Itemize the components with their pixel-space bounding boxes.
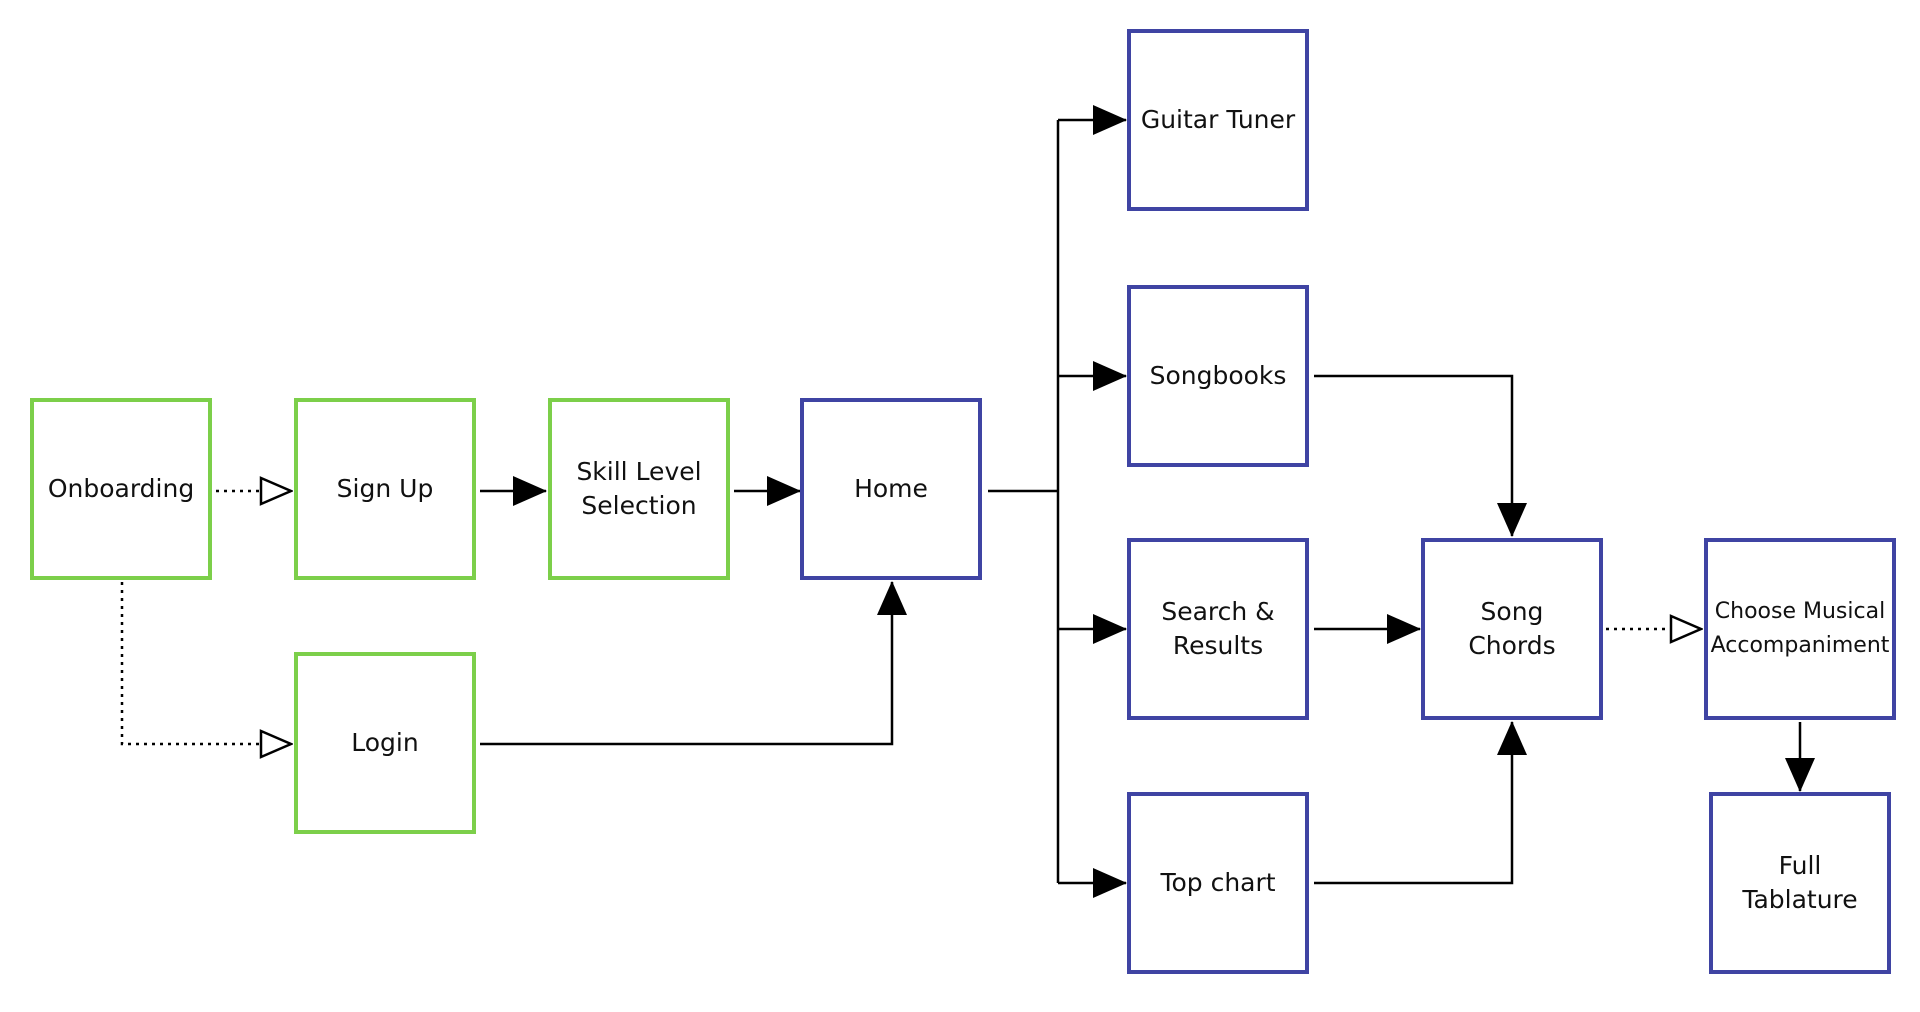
- node-onboarding: Onboarding: [30, 398, 212, 580]
- node-skill-level-selection: Skill Level Selection: [548, 398, 730, 580]
- node-label: Sign Up: [336, 474, 434, 503]
- edge-login-home: [480, 581, 907, 746]
- node-label: Home: [854, 474, 928, 503]
- node-full-tablature: Full Tablature: [1709, 792, 1891, 974]
- node-label: Onboarding: [47, 474, 195, 503]
- node-label: Login: [351, 728, 419, 757]
- node-song-chords: Song Chords: [1421, 538, 1603, 720]
- node-label: Search & Results: [1161, 597, 1275, 660]
- node-label: Guitar Tuner: [1140, 105, 1296, 134]
- node-sign-up: Sign Up: [294, 398, 476, 580]
- node-label: Full Tablature: [1742, 851, 1858, 914]
- node-label: Songbooks: [1149, 361, 1287, 390]
- node-search-results: Search & Results: [1127, 538, 1309, 720]
- node-guitar-tuner: Guitar Tuner: [1127, 29, 1309, 211]
- node-songbooks: Songbooks: [1127, 285, 1309, 467]
- node-home: Home: [800, 398, 982, 580]
- node-label: Top chart: [1160, 868, 1276, 897]
- edge-onboarding-login: [120, 582, 292, 744]
- edge-songbooks-chords: [1314, 374, 1527, 537]
- node-login: Login: [294, 652, 476, 834]
- node-label: Skill Level Selection: [576, 457, 702, 520]
- node-choose-musical-accompaniment: Choose Musical Accompaniment: [1704, 538, 1896, 720]
- edge-topchart-chords: [1314, 721, 1527, 885]
- node-label: Song Chords: [1468, 597, 1556, 660]
- node-label: Choose Musical Accompaniment: [1710, 599, 1890, 658]
- node-top-chart: Top chart: [1127, 792, 1309, 974]
